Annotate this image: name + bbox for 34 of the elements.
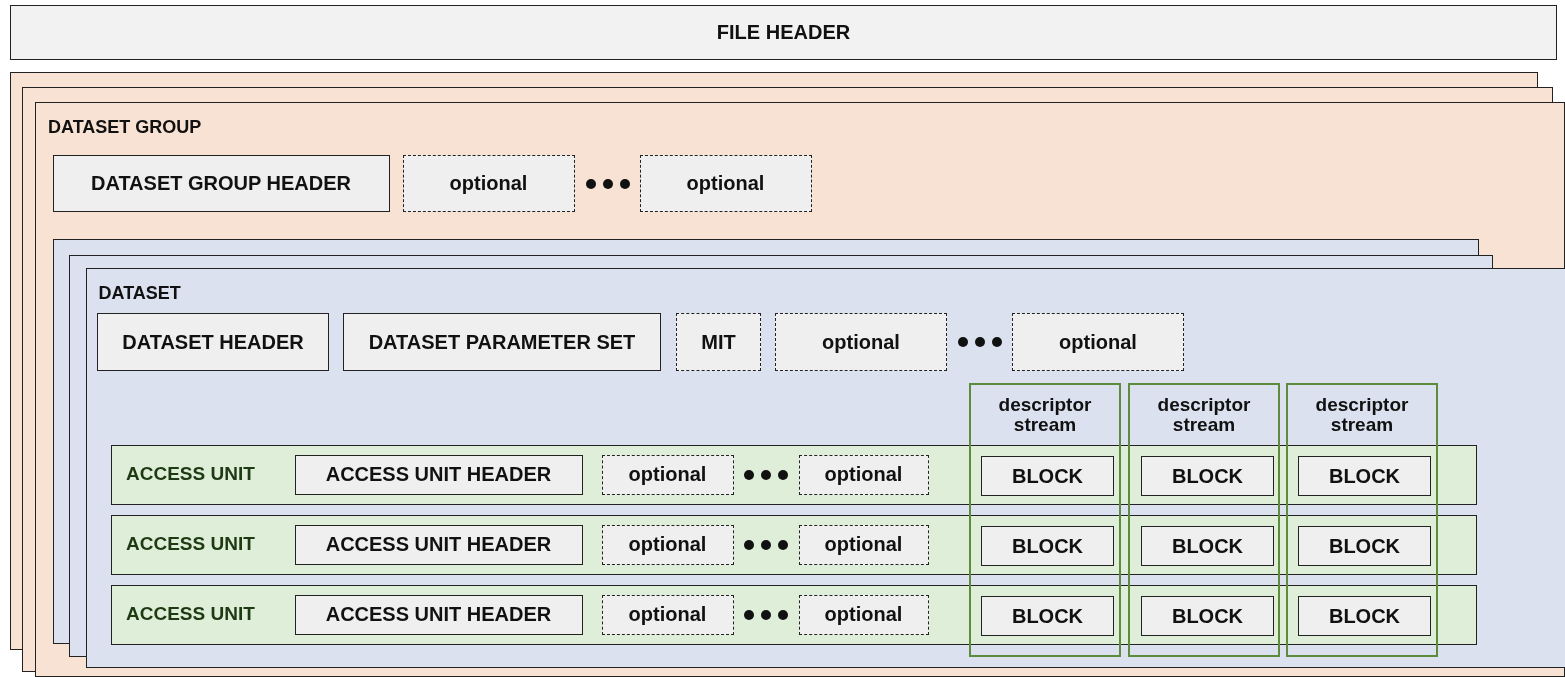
- block-box: BLOCK: [1298, 456, 1431, 496]
- header-bar: FILE HEADER: [10, 5, 1557, 60]
- group-panel: [35, 102, 1565, 677]
- optional-box: optional: [402, 154, 575, 212]
- optional-box: optional: [601, 454, 734, 495]
- header-box: ACCESS UNIT HEADER: [294, 594, 583, 635]
- optional-box: optional: [798, 594, 929, 635]
- header-box: DATASET HEADER: [97, 313, 329, 371]
- optional-box: optional: [798, 454, 929, 495]
- block-box: BLOCK: [1141, 526, 1274, 566]
- optional-box: MIT: [676, 313, 761, 371]
- optional-box: optional: [798, 524, 929, 565]
- block-box: BLOCK: [981, 526, 1114, 566]
- panel-title: DATASET GROUP: [48, 117, 202, 138]
- block-box: BLOCK: [981, 596, 1114, 636]
- optional-box: optional: [775, 313, 947, 371]
- header-box: ACCESS UNIT HEADER: [294, 454, 583, 495]
- header-box: ACCESS UNIT HEADER: [294, 524, 583, 565]
- block-box: BLOCK: [1141, 596, 1274, 636]
- row-title: ACCESS UNIT: [126, 463, 255, 485]
- block-box: BLOCK: [1141, 456, 1274, 496]
- row-title: ACCESS UNIT: [126, 603, 255, 625]
- dataset-panel: [85, 267, 1565, 668]
- row-title: ACCESS UNIT: [126, 533, 255, 555]
- block-box: BLOCK: [1298, 526, 1431, 566]
- optional-box: optional: [639, 154, 812, 212]
- panel-title: DATASET: [98, 282, 181, 304]
- optional-box: optional: [601, 594, 734, 635]
- optional-box: optional: [601, 524, 734, 565]
- block-box: BLOCK: [981, 456, 1114, 496]
- block-box: BLOCK: [1298, 596, 1431, 636]
- header-box: DATASET PARAMETER SET: [343, 313, 661, 371]
- optional-box: optional: [1012, 313, 1184, 371]
- header-box: DATASET GROUP HEADER: [52, 154, 390, 212]
